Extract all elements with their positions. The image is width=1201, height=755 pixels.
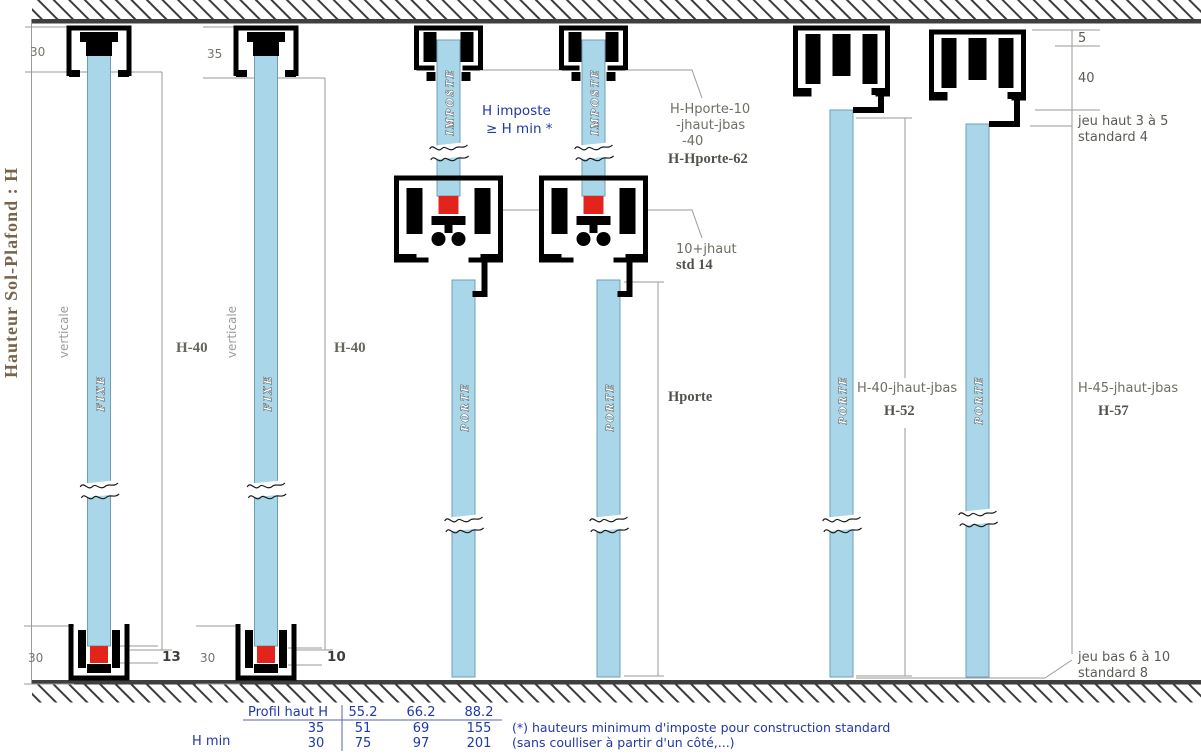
table-cell: 69 — [413, 721, 430, 736]
dim-top-fixe-2: 35 — [207, 47, 222, 61]
dim-height-fixe-1: H-40 — [176, 340, 208, 356]
table-footnote-2: (sans coulliser à partir d'un côté,...) — [512, 735, 735, 750]
table-cell: 201 — [467, 736, 492, 751]
hmin-table: Profil haut H 55.2 66.2 88.2 H min 35 51… — [192, 705, 890, 751]
mid-gap-line2: std 14 — [676, 257, 713, 273]
imposte-formula-line2: -jhaut-jbas — [676, 118, 745, 133]
porte3-formula: H-40-jhaut-jbas — [857, 381, 957, 396]
dim-top-gap: 5 — [1078, 31, 1086, 46]
panel-porte-2 — [596, 279, 621, 678]
table-cell: 75 — [355, 736, 372, 751]
break-mark — [957, 507, 999, 530]
floor-section — [32, 680, 1201, 703]
hanger-hook-porte-4 — [989, 98, 1020, 127]
panels — [87, 39, 990, 678]
dim-rail-height: 40 — [1078, 71, 1095, 86]
mid-gap-line1: 10+jhaut — [676, 242, 737, 257]
break-mark — [79, 479, 121, 502]
panel-label-imposte-2: IMPOSTE — [588, 68, 602, 136]
break-marks — [79, 141, 999, 536]
dim-seal-fixe-1: 13 — [162, 649, 181, 665]
jeu-haut-line2: standard 4 — [1078, 130, 1148, 145]
panel-label-porte-2: PORTE — [603, 382, 617, 431]
jeu-bas-line2: standard 8 — [1078, 666, 1148, 681]
break-mark — [588, 513, 630, 536]
profiles — [69, 28, 1024, 678]
table-cell: 35 — [308, 721, 325, 736]
table-cell: 51 — [355, 721, 372, 736]
dimension-lines — [24, 19, 1100, 685]
break-mark — [443, 513, 485, 536]
top-profile-porte-3 — [796, 28, 888, 95]
jeu-bas-line1: jeu bas 6 à 10 — [1077, 650, 1170, 665]
top-profile-porte-4 — [932, 32, 1024, 99]
panel-label-fixe-1: FIXE — [93, 375, 107, 413]
dim-seal-fixe-2: 10 — [327, 649, 346, 665]
porte4-result: H-57 — [1098, 403, 1129, 419]
table-header-label: Profil haut H — [248, 705, 328, 720]
break-mark — [573, 141, 615, 164]
page-title: Hauteur Sol-Plafond : H — [1, 167, 21, 378]
h-imposte-note-line2: ≥ H min * — [486, 121, 553, 137]
dim-bottom-fixe-1: 30 — [28, 651, 43, 665]
panel-fixe-1 — [87, 49, 111, 647]
table-cell: 155 — [467, 721, 492, 736]
panel-label-porte-4: PORTE — [972, 375, 986, 424]
dim-top-fixe-1: 30 — [30, 45, 45, 59]
table-row-label: H min — [192, 734, 230, 749]
imposte-formula-result: H-Hporte-62 — [668, 151, 748, 167]
table-footnote-1: (*) hauteurs minimum d'imposte pour cons… — [512, 720, 890, 735]
table-col-2: 66.2 — [407, 705, 436, 720]
break-mark — [428, 141, 470, 164]
table-col-3: 88.2 — [465, 705, 494, 720]
h-imposte-note-line1: H imposte — [482, 103, 551, 119]
imposte-formula-line1: H-Hporte-10 — [670, 102, 750, 117]
panel-label-imposte-1: IMPOSTE — [443, 68, 457, 136]
verticale-note-2: verticale — [225, 306, 239, 358]
panel-label-porte-1: PORTE — [458, 382, 472, 431]
break-mark — [821, 513, 863, 536]
dim-height-fixe-2: H-40 — [334, 340, 366, 356]
panel-fixe-2 — [254, 49, 278, 647]
porte3-result: H-52 — [884, 403, 915, 419]
table-cell: 30 — [308, 736, 325, 751]
hporte-label: Hporte — [668, 389, 713, 405]
table-col-1: 55.2 — [349, 705, 378, 720]
table-cell: 97 — [413, 736, 430, 751]
break-mark — [246, 479, 288, 502]
panel-porte-3 — [829, 109, 854, 678]
dim-bottom-fixe-2: 30 — [200, 651, 215, 665]
panel-porte-4 — [965, 123, 990, 678]
verticale-note-1: verticale — [57, 306, 71, 358]
ceiling-section — [32, 0, 1201, 24]
panel-label-porte-3: PORTE — [836, 375, 850, 424]
panel-label-fixe-2: FIXE — [260, 375, 274, 413]
panel-porte-1 — [451, 279, 476, 678]
imposte-formula-line3: -40 — [682, 134, 703, 149]
porte4-formula: H-45-jhaut-jbas — [1078, 381, 1178, 396]
hanger-hook-porte-3 — [853, 94, 884, 113]
jeu-haut-line1: jeu haut 3 à 5 — [1077, 114, 1168, 129]
